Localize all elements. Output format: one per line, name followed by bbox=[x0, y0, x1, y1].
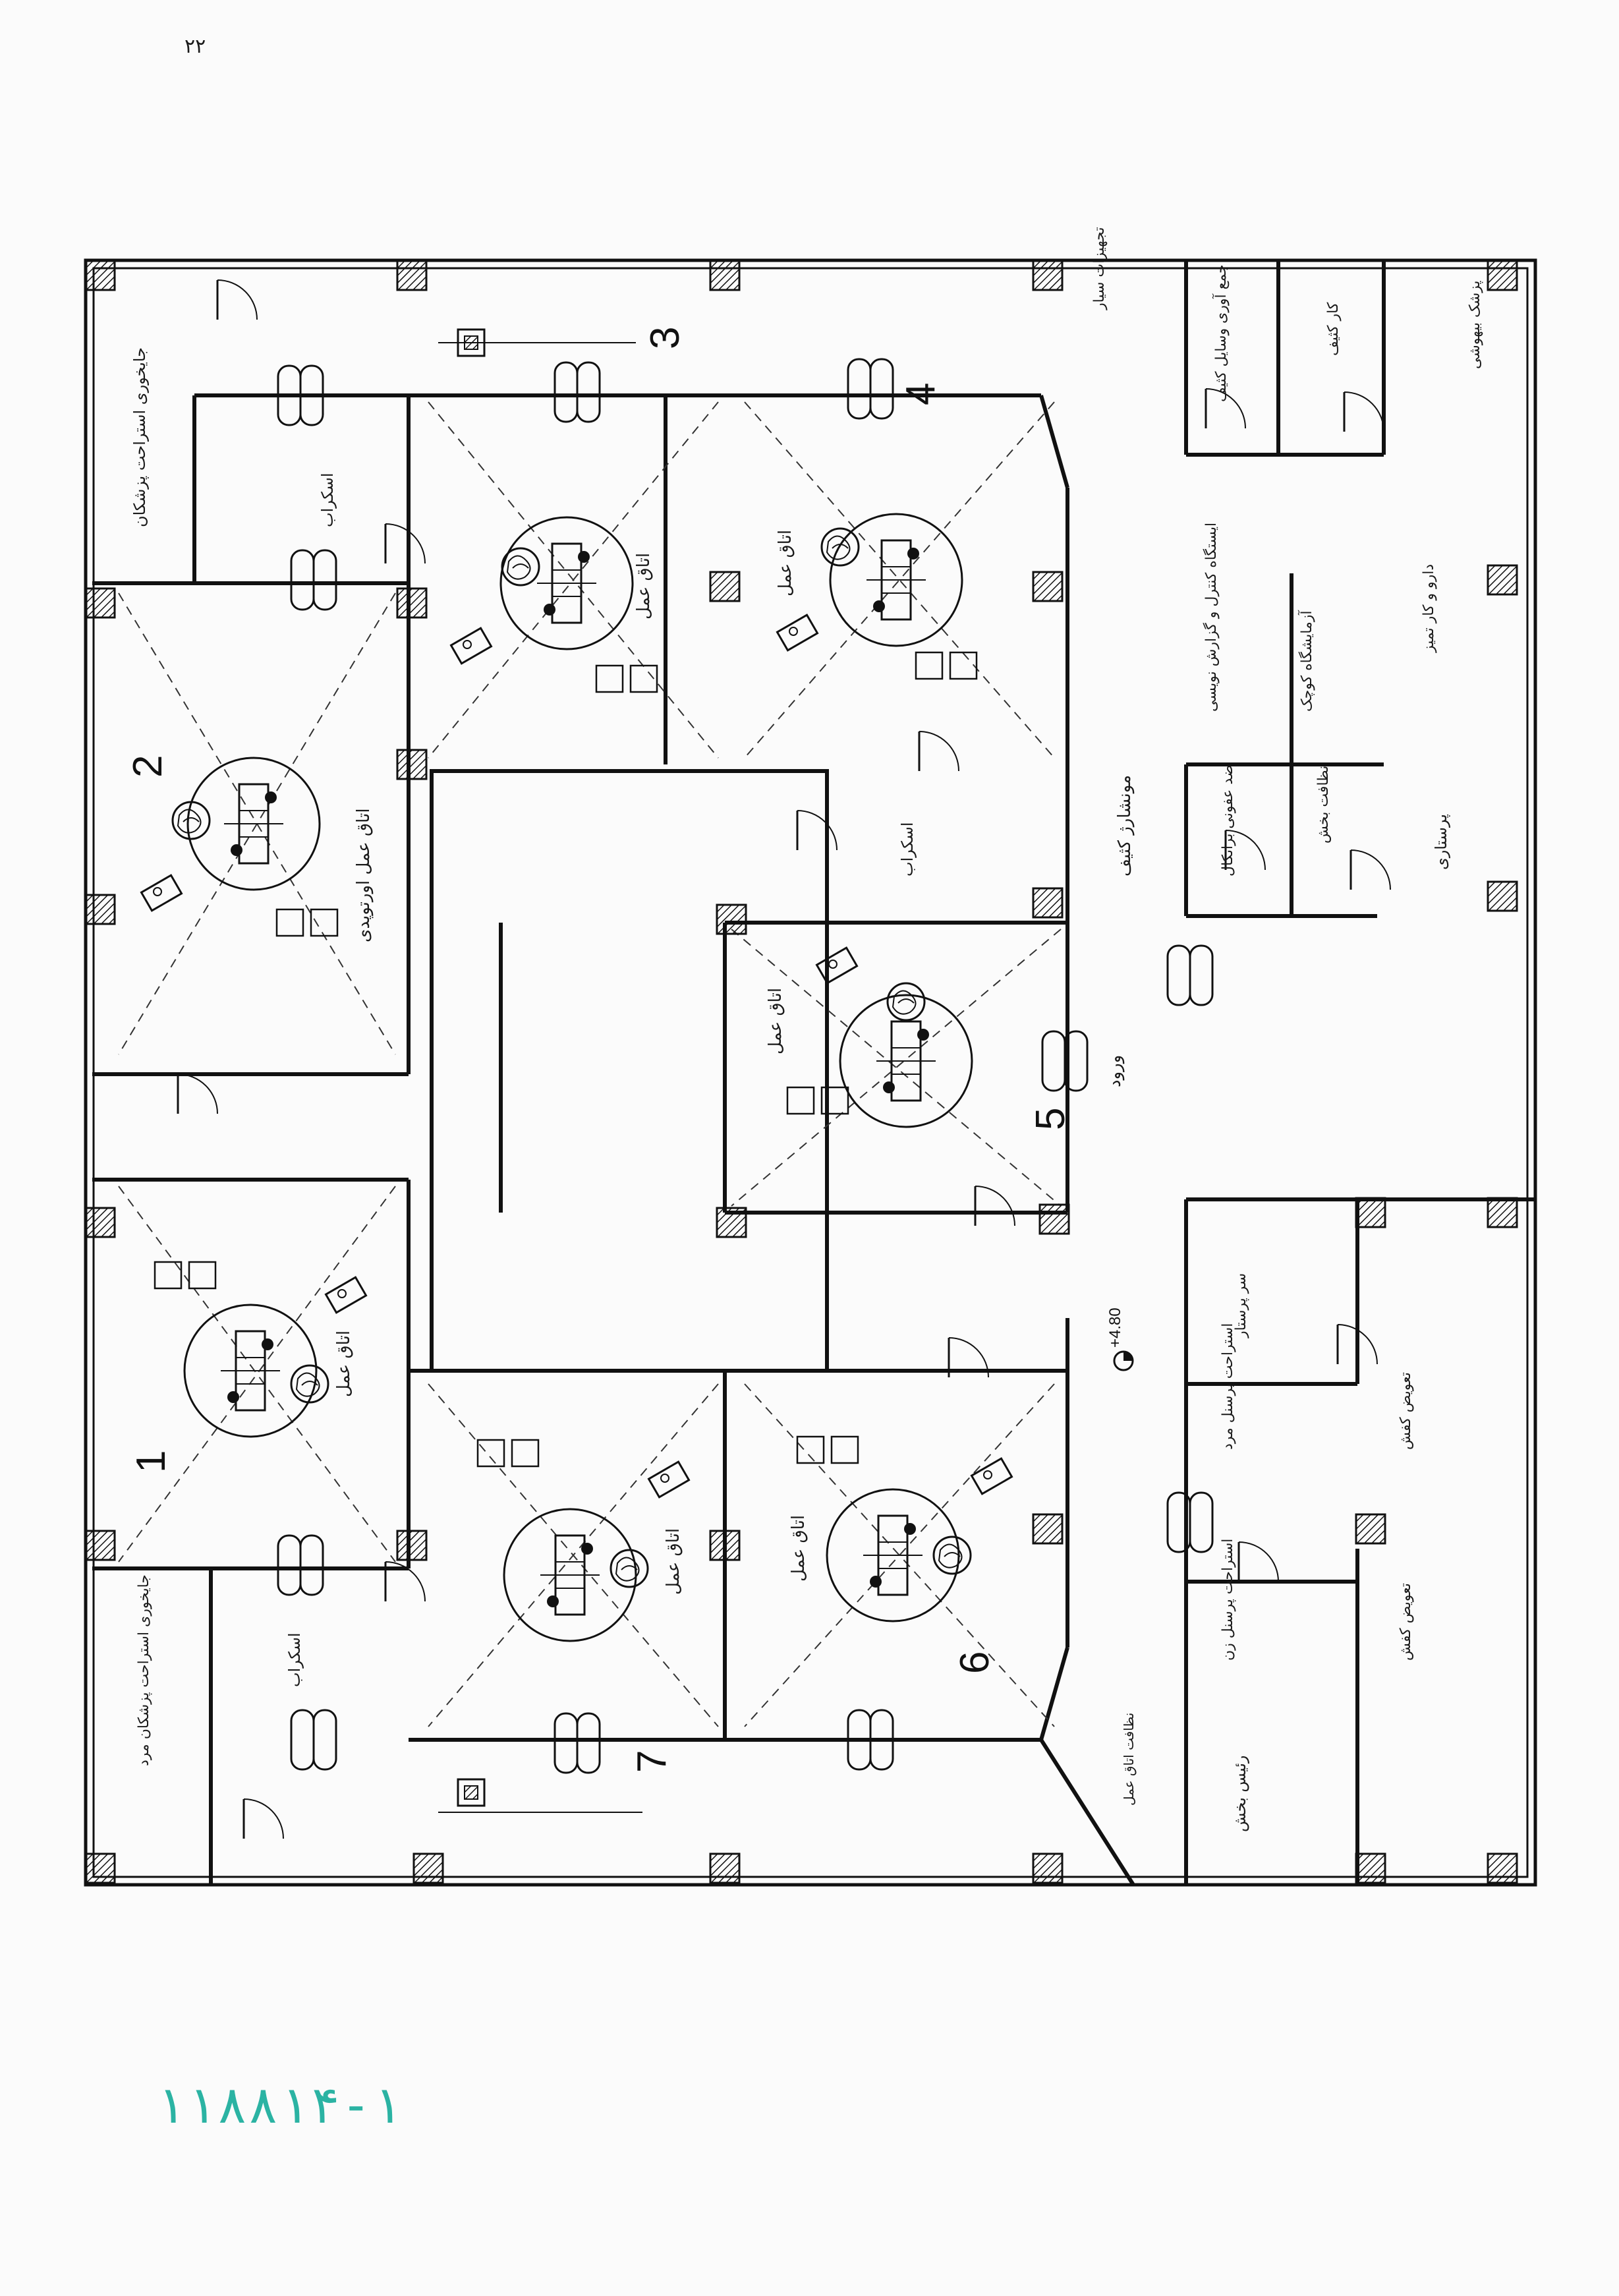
room-number-3: 3 bbox=[642, 327, 688, 349]
level-text: +4.80 bbox=[1106, 1307, 1124, 1348]
room-number-4: 4 bbox=[898, 383, 944, 405]
label-head-nurse: سر پرستار bbox=[1233, 1273, 1249, 1338]
equipment-squares bbox=[154, 651, 978, 1468]
label-or-cleaning: نظافت اتاق عمل bbox=[1121, 1713, 1137, 1806]
top-mark: ۲۲ bbox=[185, 35, 206, 58]
label-or-2: اتاق عمل اورتوپدی bbox=[354, 808, 374, 942]
label-dining-rest-surgeons: جایخوری استراحت پزشکان bbox=[130, 347, 149, 527]
label-or-3: اتاق عمل bbox=[634, 553, 654, 619]
op-table-3 bbox=[499, 516, 634, 650]
label-rest-male-staff: استراحت پرسنل مرد bbox=[1220, 1323, 1236, 1450]
label-or-1: اتاق عمل bbox=[334, 1331, 354, 1397]
label-control-station: ایستگاه کنترل و گزارش نویسی bbox=[1203, 523, 1220, 712]
label-or-5: اتاق عمل bbox=[766, 988, 785, 1054]
label-change-shoes-2: تعویض کفش bbox=[1398, 1583, 1414, 1661]
op-table-5 bbox=[839, 994, 973, 1128]
label-dining-rest-male: جایخوری استراحت پزشکان مرد bbox=[136, 1574, 152, 1766]
surgical-lamps bbox=[171, 527, 972, 1588]
north-arrow-bottom bbox=[438, 1778, 642, 1813]
room-numbers: 1 2 3 4 5 6 7 bbox=[125, 327, 1073, 1773]
label-scrub-bottom: اسکراب bbox=[285, 1632, 304, 1687]
op-table-2 bbox=[186, 757, 321, 891]
label-anesthesia-doctor: پزشک بیهوشی bbox=[1467, 281, 1483, 369]
label-dirty-corridor: مونشارژ کثیف bbox=[1115, 775, 1135, 876]
room-labels: جایخوری استراحت پزشکان اسکراب اتاق عمل ا… bbox=[130, 227, 1483, 1832]
room-number-1: 1 bbox=[128, 1450, 174, 1473]
label-ward-cleaning: نظافت بخش bbox=[1315, 766, 1332, 844]
label-or-6: اتاق عمل bbox=[789, 1515, 809, 1582]
label-rest-female-staff: استراحت پرسنل زن bbox=[1220, 1539, 1236, 1661]
entrance-text: ورود bbox=[1105, 1055, 1125, 1087]
label-nursing: پرستاری bbox=[1432, 814, 1450, 870]
label-or-7: اتاق عمل bbox=[664, 1528, 683, 1595]
scan-number: ۱۱۸۸۱۴-۱ bbox=[155, 2076, 403, 2135]
op-table-4 bbox=[829, 513, 963, 647]
interior-walls bbox=[92, 260, 1535, 1886]
label-sterile-storage: ضد عفونی برانکال bbox=[1220, 764, 1236, 876]
label-scrub-mid: اسکراب bbox=[898, 822, 917, 876]
label-change-shoes-1: تعویض کفش bbox=[1398, 1372, 1414, 1450]
label-scrub-top: اسکراب bbox=[318, 473, 337, 527]
door-swings bbox=[177, 279, 1392, 1840]
label-clean-work: دارو و کار تمیز bbox=[1421, 564, 1437, 653]
room-number-5: 5 bbox=[1028, 1108, 1073, 1130]
room-number-6: 6 bbox=[952, 1651, 998, 1674]
label-ward-head: رئیس بخش bbox=[1231, 1755, 1249, 1832]
equipment-desks bbox=[140, 614, 1013, 1499]
label-small-lab: آزمایشگاه کوچک bbox=[1297, 610, 1315, 712]
operating-tables bbox=[183, 513, 973, 1642]
label-collection-dirty: جمع آوری وسایل کثیف bbox=[1212, 264, 1230, 402]
label-mobile-equipment: تجهیزات سیار bbox=[1091, 227, 1108, 310]
op-table-7 bbox=[503, 1508, 637, 1642]
label-dirty-work: کار کثیف bbox=[1325, 302, 1342, 356]
room-number-7: 7 bbox=[629, 1750, 675, 1773]
level-marker bbox=[1113, 1350, 1134, 1371]
label-or-4: اتاق عمل bbox=[776, 530, 795, 596]
room-number-2: 2 bbox=[125, 755, 171, 778]
north-arrow-top bbox=[438, 328, 636, 357]
annotations: +4.80 ورود ۲۲ bbox=[185, 35, 1125, 1348]
